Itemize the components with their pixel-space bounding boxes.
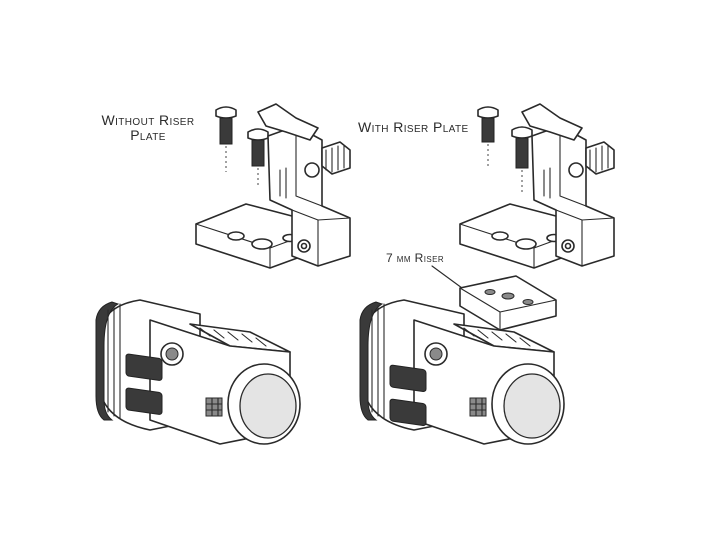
label-without-riser-line2: Plate xyxy=(130,126,166,143)
riser-pointer-line xyxy=(431,265,463,289)
label-with-riser-plate: With Riser Plate xyxy=(358,119,469,135)
mount-right xyxy=(459,103,615,269)
screw-left-1 xyxy=(215,106,237,172)
label-without-riser-plate: Without Riser Plate xyxy=(98,113,198,142)
screw-right-1 xyxy=(477,106,499,168)
riser-plate xyxy=(459,275,557,331)
screw-right-2 xyxy=(511,126,533,194)
mount-left xyxy=(195,103,351,269)
screw-left-2 xyxy=(247,128,269,186)
label-7mm-riser: 7 mm Riser xyxy=(386,251,445,265)
scope-left xyxy=(95,299,301,445)
scope-right xyxy=(359,299,565,445)
label-without-riser-line1: Without Riser xyxy=(101,112,195,128)
